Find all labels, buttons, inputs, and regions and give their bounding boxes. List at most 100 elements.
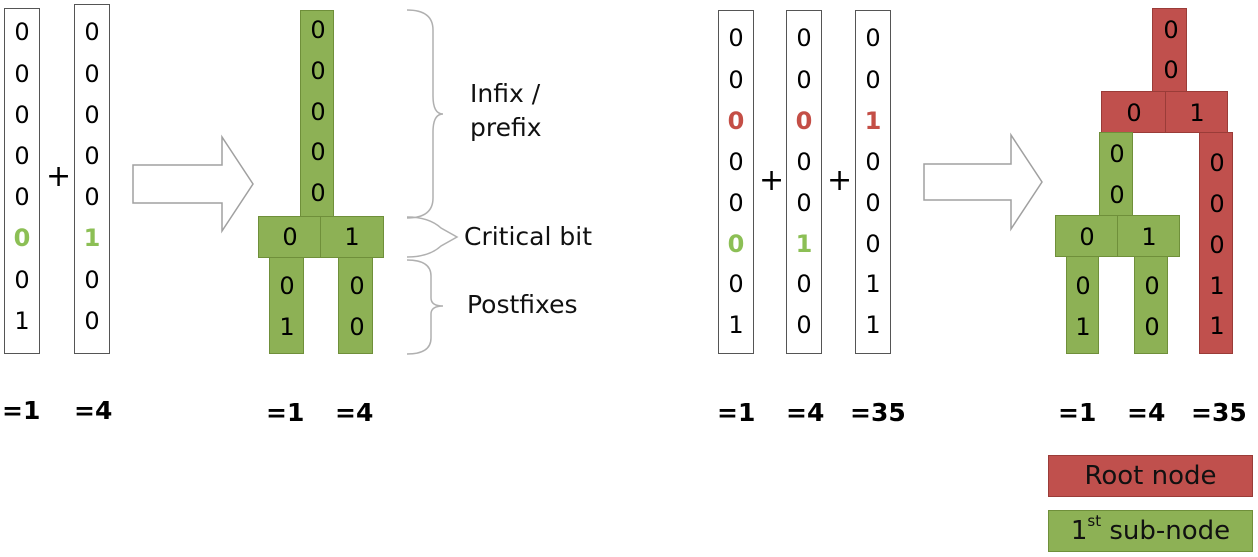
digit: 1: [728, 311, 744, 339]
value-label: =1: [1058, 398, 1097, 427]
postfix-right: 0 0: [338, 257, 373, 354]
digit: 1: [1189, 99, 1205, 127]
digit: 1: [1209, 312, 1225, 340]
digit: 0: [728, 148, 744, 176]
example2-column-c: 0 0 1 0 0 0 1 1: [855, 10, 891, 354]
digit: 0: [84, 18, 100, 46]
critical-bit-right: 1: [320, 216, 384, 258]
brace-prefix-icon: [406, 9, 444, 219]
prefix-node: 0 0 0 0 0: [300, 10, 334, 217]
root-critical-digit: 1: [864, 107, 882, 135]
digit: 0: [310, 138, 326, 166]
digit: 0: [796, 189, 812, 217]
example2-column-a: 0 0 0 0 0 0 0 1: [718, 10, 754, 354]
postfix-b: 0 0: [1134, 256, 1168, 354]
root-prefix-node: 0 0: [1152, 8, 1187, 92]
digit: 0: [84, 60, 100, 88]
digit: 0: [14, 101, 30, 129]
digit: 0: [796, 270, 812, 298]
legend-sub-superscript: st: [1087, 512, 1102, 530]
digit: 1: [865, 311, 881, 339]
postfix-left: 0 1: [269, 257, 304, 354]
digit: 0: [728, 24, 744, 52]
digit: 0: [84, 307, 100, 335]
arrow-right-icon: [132, 134, 254, 234]
digit: 0: [14, 266, 30, 294]
plus-sign: +: [46, 159, 72, 194]
sub-node-critical-bit-left: 0: [1055, 215, 1118, 257]
brace-critical-bit-icon: [406, 216, 459, 258]
label-line: prefix: [470, 113, 542, 142]
digit: 0: [796, 311, 812, 339]
postfix-a: 0 1: [1066, 256, 1099, 354]
digit: 1: [865, 270, 881, 298]
digit: 0: [310, 179, 326, 207]
digit: 0: [865, 24, 881, 52]
digit: 0: [796, 66, 812, 94]
value-label: =1: [717, 398, 756, 427]
digit: 0: [728, 66, 744, 94]
critical-bit-label: Critical bit: [464, 222, 593, 251]
value-label: =4: [786, 398, 825, 427]
digit: 0: [84, 142, 100, 170]
arrow-right-icon: [923, 132, 1043, 232]
digit: 0: [1209, 149, 1225, 177]
sub-node-critical-bit-right: 1: [1117, 215, 1180, 257]
digit: 0: [1209, 190, 1225, 218]
sub-node-prefix: 0 0: [1099, 132, 1133, 216]
digit: 0: [310, 98, 326, 126]
digit: 0: [1144, 313, 1160, 341]
digit: 0: [1079, 223, 1095, 251]
digit: 0: [14, 18, 30, 46]
example1-column-a: 0 0 0 0 0 0 0 1: [4, 8, 40, 354]
postfixes-label: Postfixes: [467, 290, 578, 319]
example1-column-b: 0 0 0 0 0 1 0 0: [74, 4, 110, 354]
digit: 0: [14, 60, 30, 88]
critical-digit: 0: [727, 230, 745, 258]
digit: 1: [279, 313, 295, 341]
root-critical-bit-left: 0: [1101, 91, 1166, 133]
digit: 0: [865, 189, 881, 217]
critical-bit-left: 0: [258, 216, 321, 258]
digit: 0: [1075, 272, 1091, 300]
digit: 0: [14, 142, 30, 170]
digit: 0: [728, 270, 744, 298]
example2-column-b: 0 0 0 0 0 1 0 0: [786, 10, 822, 354]
digit: 0: [1109, 140, 1125, 168]
root-critical-bit-right: 1: [1165, 91, 1228, 133]
legend-sub-label: 1st sub-node: [1070, 512, 1230, 546]
digit: 1: [1075, 313, 1091, 341]
digit: 0: [865, 66, 881, 94]
digit: 0: [310, 16, 326, 44]
plus-sign: +: [827, 163, 853, 198]
legend-sub-node: 1st sub-node: [1048, 510, 1253, 552]
digit: 0: [796, 24, 812, 52]
digit: 1: [1141, 223, 1157, 251]
digit: 0: [84, 101, 100, 129]
critical-digit: 1: [83, 224, 101, 252]
digit: 0: [84, 183, 100, 211]
value-label: =35: [850, 398, 906, 427]
digit: 1: [1209, 272, 1225, 300]
plus-sign: +: [759, 163, 785, 198]
digit: 0: [728, 189, 744, 217]
value-label: =4: [1127, 398, 1166, 427]
value-label: =4: [335, 398, 374, 427]
digit: 0: [84, 266, 100, 294]
critical-digit: 1: [795, 230, 813, 258]
postfix-c: 0 0 0 1 1: [1199, 132, 1233, 354]
digit: 0: [1163, 56, 1179, 84]
value-label: =35: [1191, 398, 1247, 427]
legend-sub-number: 1: [1070, 516, 1088, 546]
digit: 0: [282, 223, 298, 251]
root-critical-digit: 0: [727, 107, 745, 135]
value-label: =4: [74, 396, 113, 425]
digit: 0: [1109, 181, 1125, 209]
digit: 0: [1144, 272, 1160, 300]
digit: 0: [310, 57, 326, 85]
legend-root-node: Root node: [1048, 455, 1253, 497]
digit: 1: [344, 223, 360, 251]
digit: 0: [1209, 231, 1225, 259]
digit: 0: [1126, 99, 1142, 127]
critical-digit: 0: [13, 224, 31, 252]
